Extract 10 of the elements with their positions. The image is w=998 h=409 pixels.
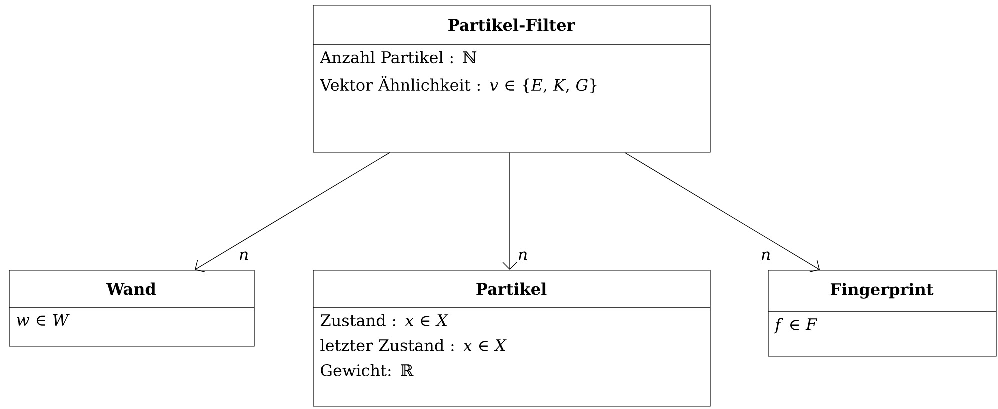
arrow [195, 152, 390, 272]
class-box: Partikel Zustand : x ∈ X letzter Zustand : x ∈ X Gewicht: ℝ [312, 270, 711, 407]
class-box: Fingerprint f ∈ F [768, 270, 997, 357]
arrow [624, 152, 820, 272]
class-box: Wand w ∈ W [8, 270, 255, 347]
class-box: Partikel-Filter Anzahl Partikel : ℕ Vektor Ähnlichkeit : v ∈ {E, K, G} [312, 4, 711, 153]
edge-label: n [516, 250, 530, 262]
edge-label: n [238, 250, 250, 262]
edge-label: n [760, 250, 772, 262]
arrow [502, 152, 518, 270]
